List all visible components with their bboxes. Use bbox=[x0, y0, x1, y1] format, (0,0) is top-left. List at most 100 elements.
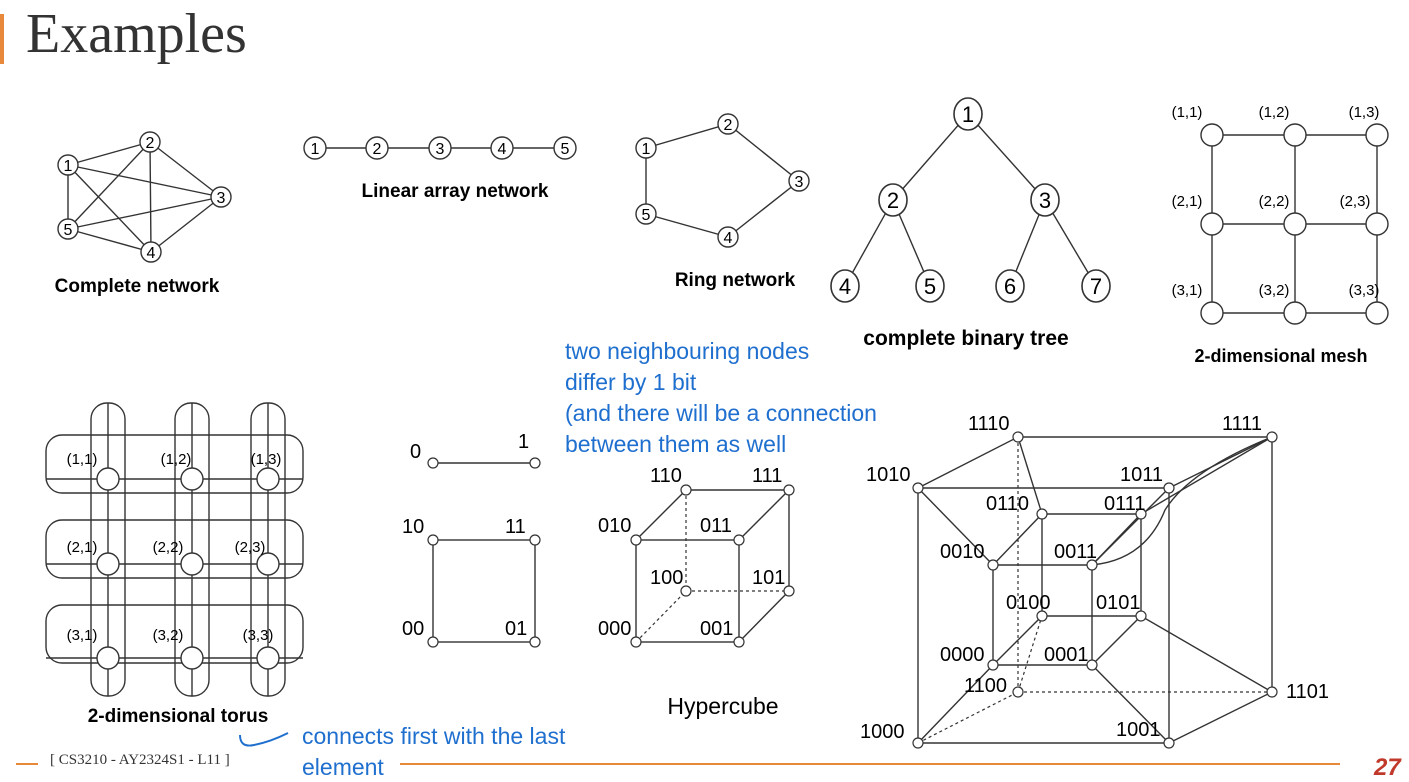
svg-text:1110: 1110 bbox=[968, 413, 1010, 435]
tree-node-3: 3 bbox=[1030, 183, 1060, 217]
svg-text:0: 0 bbox=[410, 441, 421, 463]
tree-node-5: 5 bbox=[915, 269, 945, 303]
torus-node-1-1 bbox=[96, 467, 120, 491]
tree-node-2: 2 bbox=[878, 183, 908, 217]
hypercube-caption: Hypercube bbox=[667, 693, 778, 719]
svg-text:0000: 0000 bbox=[940, 644, 985, 666]
hypercube-2d: 10 11 00 01 bbox=[402, 516, 541, 648]
ring-network bbox=[645, 123, 801, 238]
svg-text:000: 000 bbox=[598, 618, 631, 640]
mesh-node-1-1 bbox=[1200, 123, 1224, 147]
torus-nodes bbox=[96, 467, 280, 670]
svg-text:0110: 0110 bbox=[986, 493, 1029, 515]
svg-text:0100: 0100 bbox=[1006, 592, 1051, 614]
ring-node-1: 1 bbox=[635, 137, 657, 159]
svg-text:(2,2): (2,2) bbox=[1259, 193, 1290, 210]
mesh-node-2-3 bbox=[1365, 212, 1389, 236]
svg-text:3: 3 bbox=[217, 190, 226, 207]
svg-text:(2,1): (2,1) bbox=[67, 539, 98, 556]
linear-array-caption: Linear array network bbox=[362, 181, 549, 202]
svg-text:4: 4 bbox=[724, 230, 733, 247]
svg-text:1100: 1100 bbox=[964, 675, 1007, 697]
svg-text:5: 5 bbox=[64, 222, 73, 239]
svg-text:1010: 1010 bbox=[866, 464, 911, 486]
svg-text:between them as well: between them as well bbox=[565, 431, 786, 457]
title-accent-bar bbox=[0, 14, 4, 64]
ring-node-2: 2 bbox=[717, 113, 739, 135]
svg-text:0010: 0010 bbox=[940, 541, 985, 563]
footer-rule-left bbox=[16, 763, 38, 765]
svg-text:11: 11 bbox=[505, 516, 526, 538]
svg-text:101: 101 bbox=[752, 567, 785, 589]
svg-text:100: 100 bbox=[650, 567, 683, 589]
svg-text:4: 4 bbox=[498, 141, 507, 158]
svg-text:(3,3): (3,3) bbox=[243, 627, 274, 644]
ring-node-4: 4 bbox=[717, 226, 739, 248]
svg-text:5: 5 bbox=[924, 274, 936, 299]
svg-text:7: 7 bbox=[1090, 274, 1102, 299]
torus-node-1-3 bbox=[256, 467, 280, 491]
svg-text:00: 00 bbox=[402, 618, 424, 640]
svg-text:(and there will be a connectio: (and there will be a connection bbox=[565, 400, 877, 426]
linear-node-3: 3 bbox=[428, 136, 452, 160]
linear-node-4: 4 bbox=[490, 136, 514, 160]
svg-text:3: 3 bbox=[795, 174, 804, 191]
complete-network-nodes: 1 2 3 4 5 bbox=[57, 131, 232, 263]
linear-node-2: 2 bbox=[365, 136, 389, 160]
ring-network-caption: Ring network bbox=[675, 270, 796, 291]
svg-text:(1,3): (1,3) bbox=[251, 451, 282, 468]
svg-text:(3,2): (3,2) bbox=[153, 627, 184, 644]
torus-note: connects first with the last element bbox=[302, 723, 566, 780]
slide-title: Examples bbox=[26, 3, 247, 65]
svg-text:1: 1 bbox=[518, 431, 529, 453]
complete-node-2: 2 bbox=[139, 131, 161, 153]
complete-network bbox=[67, 141, 222, 253]
mesh-labels: (1,1) (1,2) (1,3) (2,1) (2,2) (2,3) (3,1… bbox=[1172, 104, 1380, 299]
ring-nodes: 1 2 3 4 5 bbox=[635, 113, 810, 248]
svg-text:3: 3 bbox=[1039, 188, 1051, 213]
tree-node-7: 7 bbox=[1081, 269, 1111, 303]
mesh-node-2-1 bbox=[1200, 212, 1224, 236]
torus-node-2-2 bbox=[180, 552, 204, 576]
svg-text:4: 4 bbox=[839, 274, 851, 299]
svg-text:2: 2 bbox=[146, 135, 155, 152]
complete-node-4: 4 bbox=[140, 241, 162, 263]
mesh-node-3-3 bbox=[1365, 301, 1389, 325]
torus-node-2-1 bbox=[96, 552, 120, 576]
svg-text:111: 111 bbox=[752, 465, 782, 487]
neighbour-note: two neighbouring nodes differ by 1 bit (… bbox=[565, 338, 877, 457]
hypercube-4d: 1110 1111 1010 1011 0110 0111 0010 0011 … bbox=[860, 413, 1329, 749]
svg-text:differ by 1 bit: differ by 1 bit bbox=[565, 369, 697, 395]
complete-node-1: 1 bbox=[57, 154, 79, 176]
ring-node-3: 3 bbox=[788, 170, 810, 192]
complete-node-5: 5 bbox=[57, 218, 79, 240]
svg-text:3: 3 bbox=[436, 141, 445, 158]
svg-text:(1,2): (1,2) bbox=[1259, 104, 1290, 121]
svg-text:6: 6 bbox=[1004, 274, 1016, 299]
svg-text:1: 1 bbox=[642, 141, 651, 158]
torus-node-3-1 bbox=[96, 646, 120, 670]
torus-node-3-3 bbox=[256, 646, 280, 670]
linear-node-1: 1 bbox=[303, 136, 327, 160]
ring-node-5: 5 bbox=[635, 203, 657, 225]
svg-text:1011: 1011 bbox=[1120, 464, 1163, 486]
linear-node-5: 5 bbox=[553, 136, 577, 160]
svg-text:4: 4 bbox=[147, 245, 156, 262]
svg-text:(1,1): (1,1) bbox=[67, 451, 98, 468]
hypercube-1d: 0 1 bbox=[410, 431, 541, 469]
svg-text:001: 001 bbox=[700, 618, 733, 640]
svg-text:010: 010 bbox=[598, 515, 631, 537]
linear-array-nodes: 1 2 3 4 5 bbox=[303, 136, 577, 160]
svg-text:(2,3): (2,3) bbox=[235, 539, 266, 556]
binary-tree-nodes: 1 2 3 4 5 6 7 bbox=[830, 97, 1111, 303]
torus-labels: (1,1) (1,2) (1,3) (2,1) (2,2) (2,3) (3,1… bbox=[67, 451, 282, 644]
svg-text:5: 5 bbox=[561, 141, 570, 158]
svg-text:(1,2): (1,2) bbox=[161, 451, 192, 468]
tree-node-4: 4 bbox=[830, 269, 860, 303]
mesh-node-1-2 bbox=[1283, 123, 1307, 147]
svg-text:(2,1): (2,1) bbox=[1172, 193, 1203, 210]
complete-node-3: 3 bbox=[210, 186, 232, 208]
page-number: 27 bbox=[1374, 754, 1401, 781]
svg-text:10: 10 bbox=[402, 516, 424, 538]
svg-text:0011: 0011 bbox=[1054, 541, 1097, 563]
